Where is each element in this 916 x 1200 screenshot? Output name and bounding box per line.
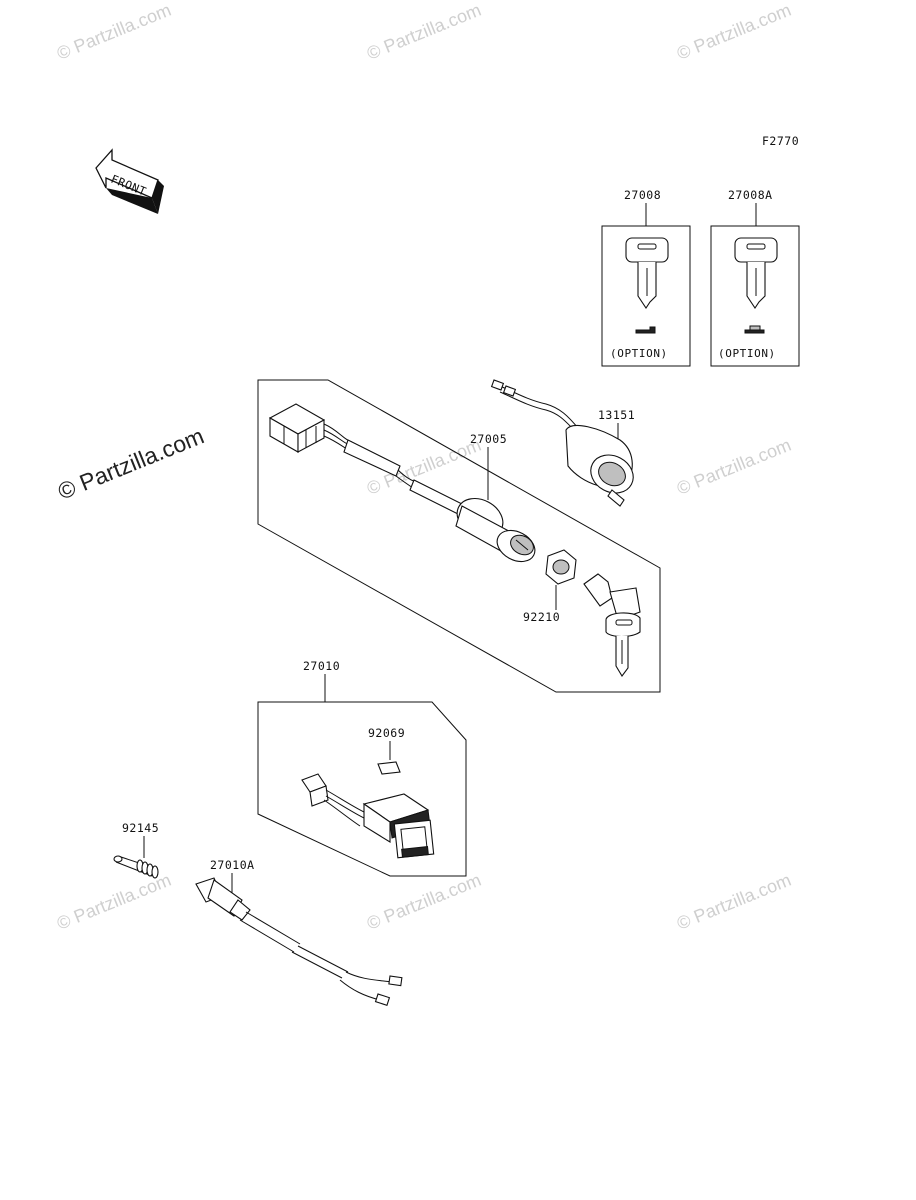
part-number-92210: 92210 [523, 610, 560, 624]
part-number-27008: 27008 [624, 188, 661, 202]
key-icon [625, 237, 669, 334]
key-icon [734, 237, 778, 334]
front-arrow-icon: FRONT [95, 148, 164, 214]
part-number-92069: 92069 [368, 726, 405, 740]
option-note-27008A: (OPTION) [718, 347, 776, 360]
part-27008: 27008 (OPTION) [601, 188, 691, 367]
part-number-27008A: 27008A [728, 188, 773, 202]
part-27008A: 27008A (OPTION) [710, 188, 800, 367]
part-number-27010: 27010 [303, 659, 340, 673]
part-92145: 92145 [113, 821, 159, 879]
diagram-code: F2770 [762, 134, 799, 148]
watermark: © Partzilla.com [674, 870, 794, 934]
part-92069: 92069 [368, 726, 405, 775]
watermark: © Partzilla.com [54, 870, 174, 934]
watermark: © Partzilla.com [364, 0, 484, 64]
watermark: © Partzilla.com [54, 0, 174, 64]
part-92210: 92210 [523, 549, 577, 624]
watermark: © Partzilla.com [674, 435, 794, 499]
part-number-92145: 92145 [122, 821, 159, 835]
part-13151: 13151 [490, 379, 635, 507]
part-number-13151: 13151 [598, 408, 635, 422]
option-note-27008: (OPTION) [610, 347, 668, 360]
part-27010A: 27010A [195, 858, 403, 1007]
part-27010-assembly: 27010 92069 [257, 659, 467, 877]
watermark-layer: © Partzilla.com © Partzilla.com © Partzi… [54, 0, 794, 934]
watermark: © Partzilla.com [674, 0, 794, 64]
watermark: © Partzilla.com [364, 870, 484, 934]
part-number-27010A: 27010A [210, 858, 255, 872]
part-27005-assembly: 27005 [257, 379, 661, 693]
connector-icon [268, 403, 326, 453]
part-number-27005: 27005 [470, 432, 507, 446]
key-pair-icon [583, 573, 641, 677]
watermark-prominent: © Partzilla.com [54, 422, 207, 504]
